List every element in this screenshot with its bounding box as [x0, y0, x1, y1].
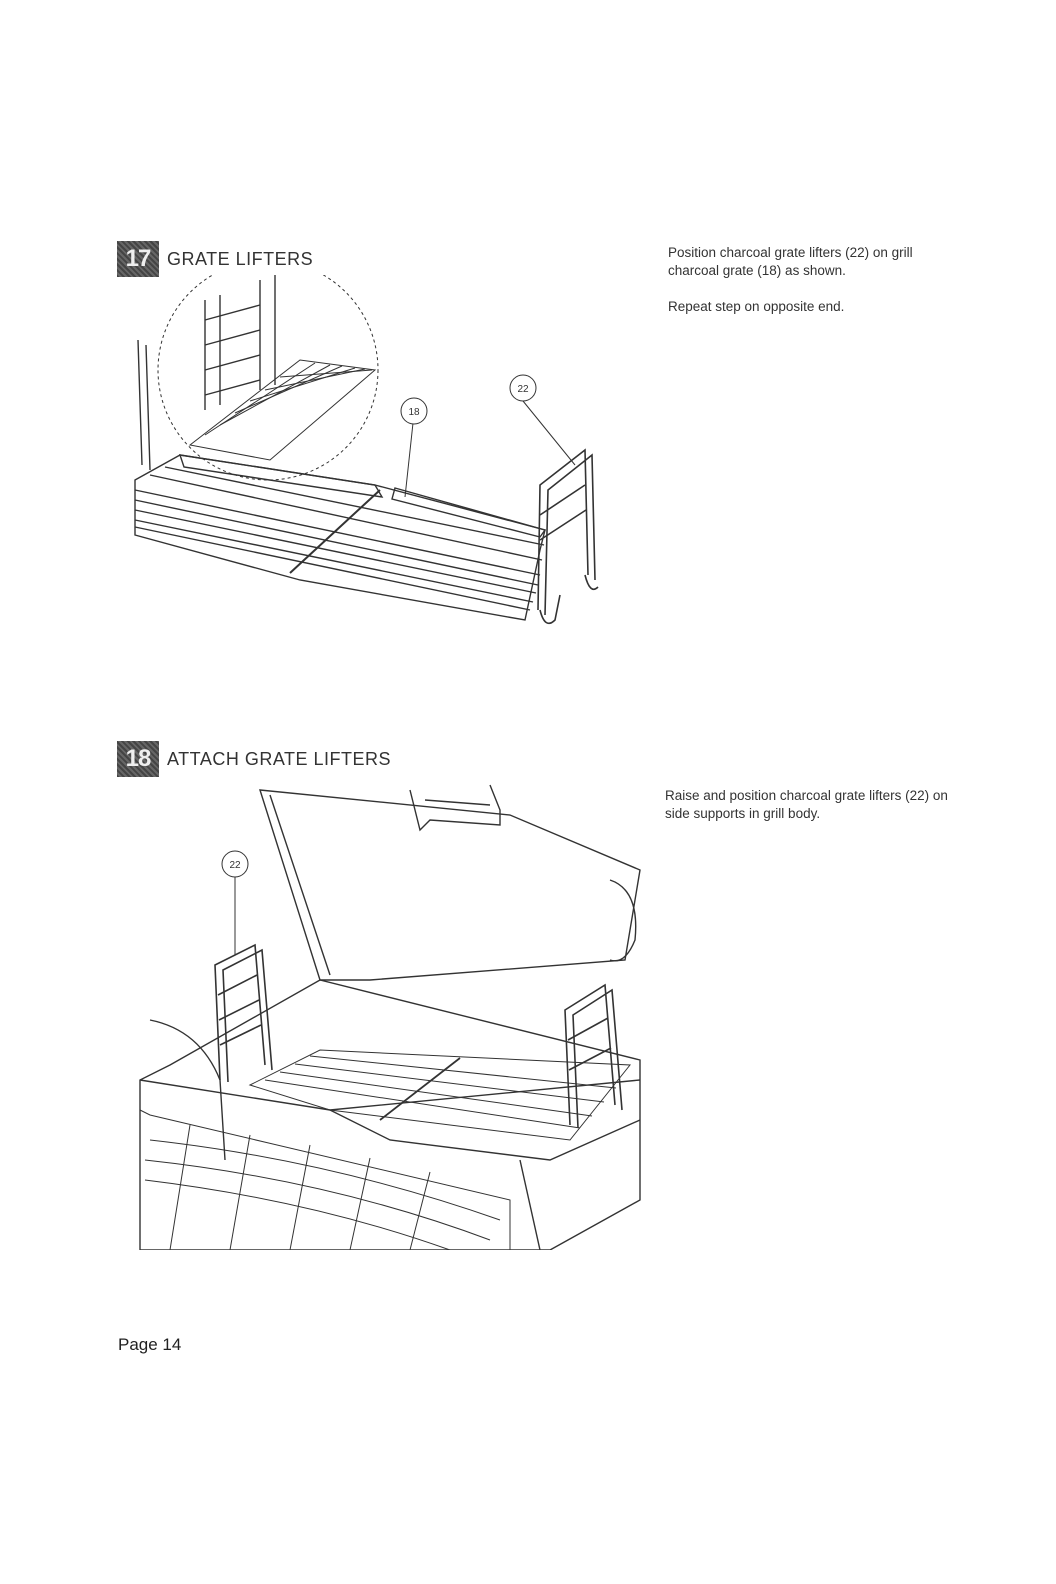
callout-18: 18: [401, 398, 427, 424]
svg-text:18: 18: [408, 407, 420, 418]
step-number-badge: 17: [117, 241, 159, 277]
svg-text:22: 22: [517, 384, 529, 395]
instruction-text: Repeat step on opposite end.: [668, 298, 958, 316]
svg-text:22: 22: [229, 860, 241, 871]
step-18-illustration: 22: [130, 780, 650, 1250]
charcoal-grate: [135, 455, 545, 620]
charcoal-grate: [250, 1050, 630, 1140]
grate-lifter: [538, 450, 598, 623]
step-title: GRATE LIFTERS: [167, 249, 313, 270]
callout-22: 22: [510, 375, 536, 401]
step-17-header: 17 GRATE LIFTERS: [117, 241, 313, 277]
step-17-illustration: 18 22: [120, 275, 650, 650]
callout-leader: [523, 401, 575, 465]
detail-ladder: [205, 275, 275, 410]
instruction-text: Position charcoal grate lifters (22) on …: [668, 244, 958, 280]
side-shelf: [140, 1110, 510, 1250]
step-number-badge: 18: [117, 741, 159, 777]
step-title: ATTACH GRATE LIFTERS: [167, 749, 391, 770]
left-lifter-partial: [138, 340, 150, 470]
callout-22: 22: [222, 851, 248, 877]
callout-leader: [405, 423, 413, 497]
step-17-instructions: Position charcoal grate lifters (22) on …: [668, 244, 958, 334]
step-18-instructions: Raise and position charcoal grate lifter…: [665, 787, 965, 841]
instruction-text: Raise and position charcoal grate lifter…: [665, 787, 965, 823]
step-18-header: 18 ATTACH GRATE LIFTERS: [117, 741, 391, 777]
detail-grate: [190, 360, 375, 460]
grate-lifter: [215, 945, 272, 1082]
page-number: Page 14: [118, 1335, 181, 1355]
grate-lifter: [565, 985, 622, 1128]
detail-zoom-circle: [158, 275, 378, 480]
grill-lid: [260, 790, 640, 980]
